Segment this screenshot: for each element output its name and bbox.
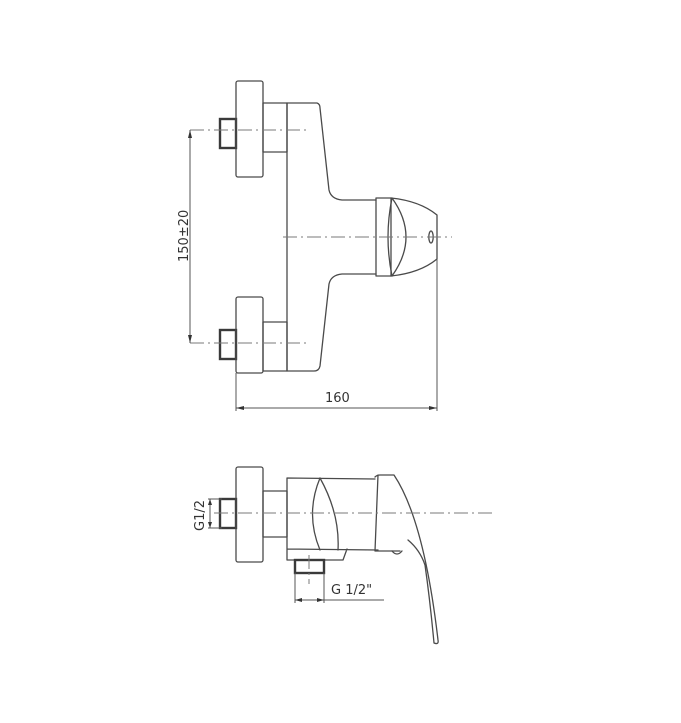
- upper-inlet-nipple: [218, 117, 238, 150]
- side-connector: [262, 490, 288, 538]
- lever-handle: [374, 474, 439, 645]
- outlet-thread-label: G 1/2": [331, 583, 372, 598]
- upper-inlet: [218, 80, 288, 178]
- side-lens-left: [311, 477, 321, 551]
- upper-connector: [262, 102, 288, 153]
- overall-depth-label: 160: [325, 391, 350, 406]
- front-view: 150±20 160: [177, 80, 452, 411]
- lower-connector: [262, 321, 288, 372]
- side-lens-right: [319, 477, 339, 551]
- inlet-thread-label: G1/2: [193, 500, 208, 531]
- inlet-spacing-label: 150±20: [177, 210, 192, 262]
- lower-inlet-nipple: [218, 328, 238, 361]
- dimension-overall-depth: 160: [235, 259, 438, 411]
- side-wall-flange: [235, 466, 264, 563]
- dimension-outlet-thread: G 1/2": [294, 573, 384, 603]
- dimension-inlet-thread: G1/2: [193, 498, 222, 531]
- lever-pin: [391, 550, 403, 555]
- lower-inlet: [218, 296, 288, 374]
- side-mixer-body: [286, 477, 379, 561]
- lower-wall-flange: [235, 296, 264, 374]
- dimension-inlet-spacing: 150±20: [177, 130, 192, 343]
- upper-wall-flange: [235, 80, 264, 178]
- side-view: G1/2 G 1/2": [193, 466, 495, 645]
